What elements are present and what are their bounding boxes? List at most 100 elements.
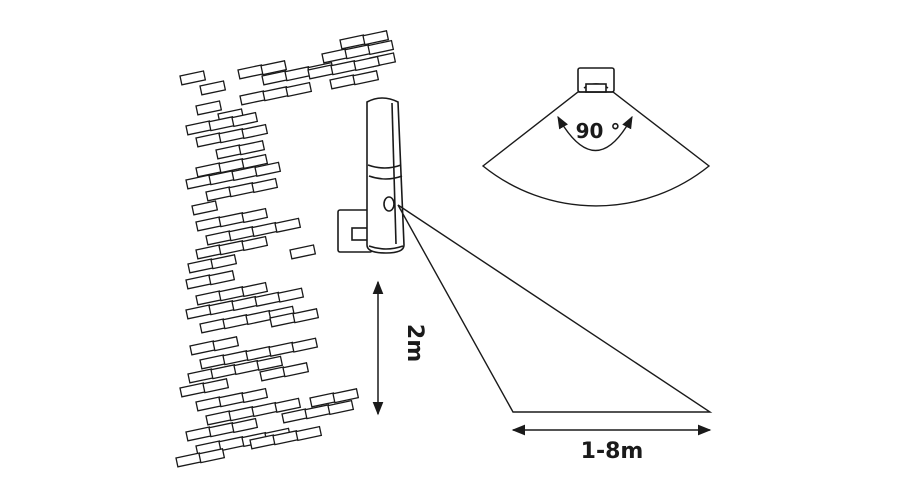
bracket-plate	[351, 227, 369, 241]
brick	[205, 186, 233, 202]
brick	[212, 336, 240, 352]
brick	[241, 153, 269, 170]
brick	[218, 240, 246, 256]
brick	[195, 100, 223, 116]
brick	[208, 422, 236, 438]
brick	[292, 308, 320, 324]
brick	[241, 123, 269, 140]
brick	[210, 364, 238, 380]
lamp-band	[367, 164, 403, 180]
brick	[282, 362, 310, 378]
brick	[185, 426, 213, 442]
brick	[237, 64, 265, 80]
brick	[231, 111, 259, 128]
brick	[218, 212, 246, 228]
brick	[222, 314, 250, 330]
brick	[210, 254, 238, 270]
brick	[251, 401, 279, 418]
brick	[245, 345, 273, 362]
brick-wall	[175, 30, 397, 468]
brick	[254, 291, 282, 307]
brick	[367, 39, 395, 56]
brick	[289, 244, 317, 260]
brick	[277, 287, 305, 303]
brick	[362, 30, 390, 46]
brick	[228, 226, 256, 242]
brick	[208, 300, 236, 316]
brick	[260, 60, 288, 76]
brick	[205, 410, 233, 426]
brick	[268, 341, 296, 357]
brick	[295, 425, 323, 442]
brick	[291, 337, 319, 353]
brick	[195, 396, 223, 412]
brick	[251, 177, 279, 194]
brick	[281, 408, 309, 424]
brick	[199, 318, 227, 334]
brick	[332, 388, 360, 404]
brick	[195, 244, 223, 260]
brick	[241, 387, 269, 404]
brick	[254, 161, 282, 177]
brick	[231, 295, 259, 312]
brick	[185, 120, 213, 136]
brick	[304, 404, 332, 420]
pir-sensor	[383, 196, 395, 212]
brick	[245, 309, 273, 326]
brick	[330, 60, 358, 76]
brick	[251, 221, 279, 238]
brick	[233, 359, 261, 376]
brick	[185, 174, 213, 190]
brick	[199, 354, 227, 370]
brick	[284, 66, 312, 82]
lamp-base	[368, 245, 404, 250]
brick	[195, 132, 223, 148]
brick	[352, 70, 380, 86]
brick	[218, 392, 246, 408]
brick	[189, 340, 217, 356]
wall-lamp	[337, 97, 405, 254]
brick	[239, 90, 267, 106]
brick	[199, 80, 227, 96]
range-label: 1-8m	[581, 439, 644, 464]
brick	[256, 355, 284, 371]
brick	[241, 235, 269, 252]
brick	[228, 406, 256, 422]
brick	[175, 452, 203, 468]
brick	[241, 207, 269, 224]
brick	[185, 274, 213, 290]
brick	[241, 281, 269, 298]
brick	[198, 448, 226, 464]
brick	[329, 74, 357, 90]
brick	[208, 116, 236, 132]
brick	[231, 417, 259, 434]
brick	[208, 270, 236, 286]
brick	[215, 144, 243, 160]
lamp-body	[366, 97, 405, 254]
brick	[274, 217, 302, 233]
brick	[262, 86, 290, 102]
brick	[218, 286, 246, 302]
brick	[285, 81, 313, 98]
brick	[274, 397, 302, 413]
brick	[179, 70, 207, 86]
angle-arc	[557, 115, 633, 152]
height-label: 2m	[402, 324, 427, 362]
brick	[191, 200, 219, 216]
brick	[202, 378, 230, 394]
brick	[238, 140, 266, 156]
brick	[187, 258, 215, 274]
top-detection-sector	[481, 91, 711, 207]
brick	[195, 290, 223, 306]
angle-label: 90 °	[576, 119, 621, 143]
brick	[321, 48, 349, 64]
brick	[353, 55, 381, 72]
brick	[228, 182, 256, 198]
top-view-sensor	[577, 67, 615, 93]
brick	[222, 350, 250, 366]
side-detection-zone	[397, 204, 713, 413]
brick	[179, 382, 207, 398]
brick	[205, 230, 233, 246]
brick	[195, 216, 223, 232]
